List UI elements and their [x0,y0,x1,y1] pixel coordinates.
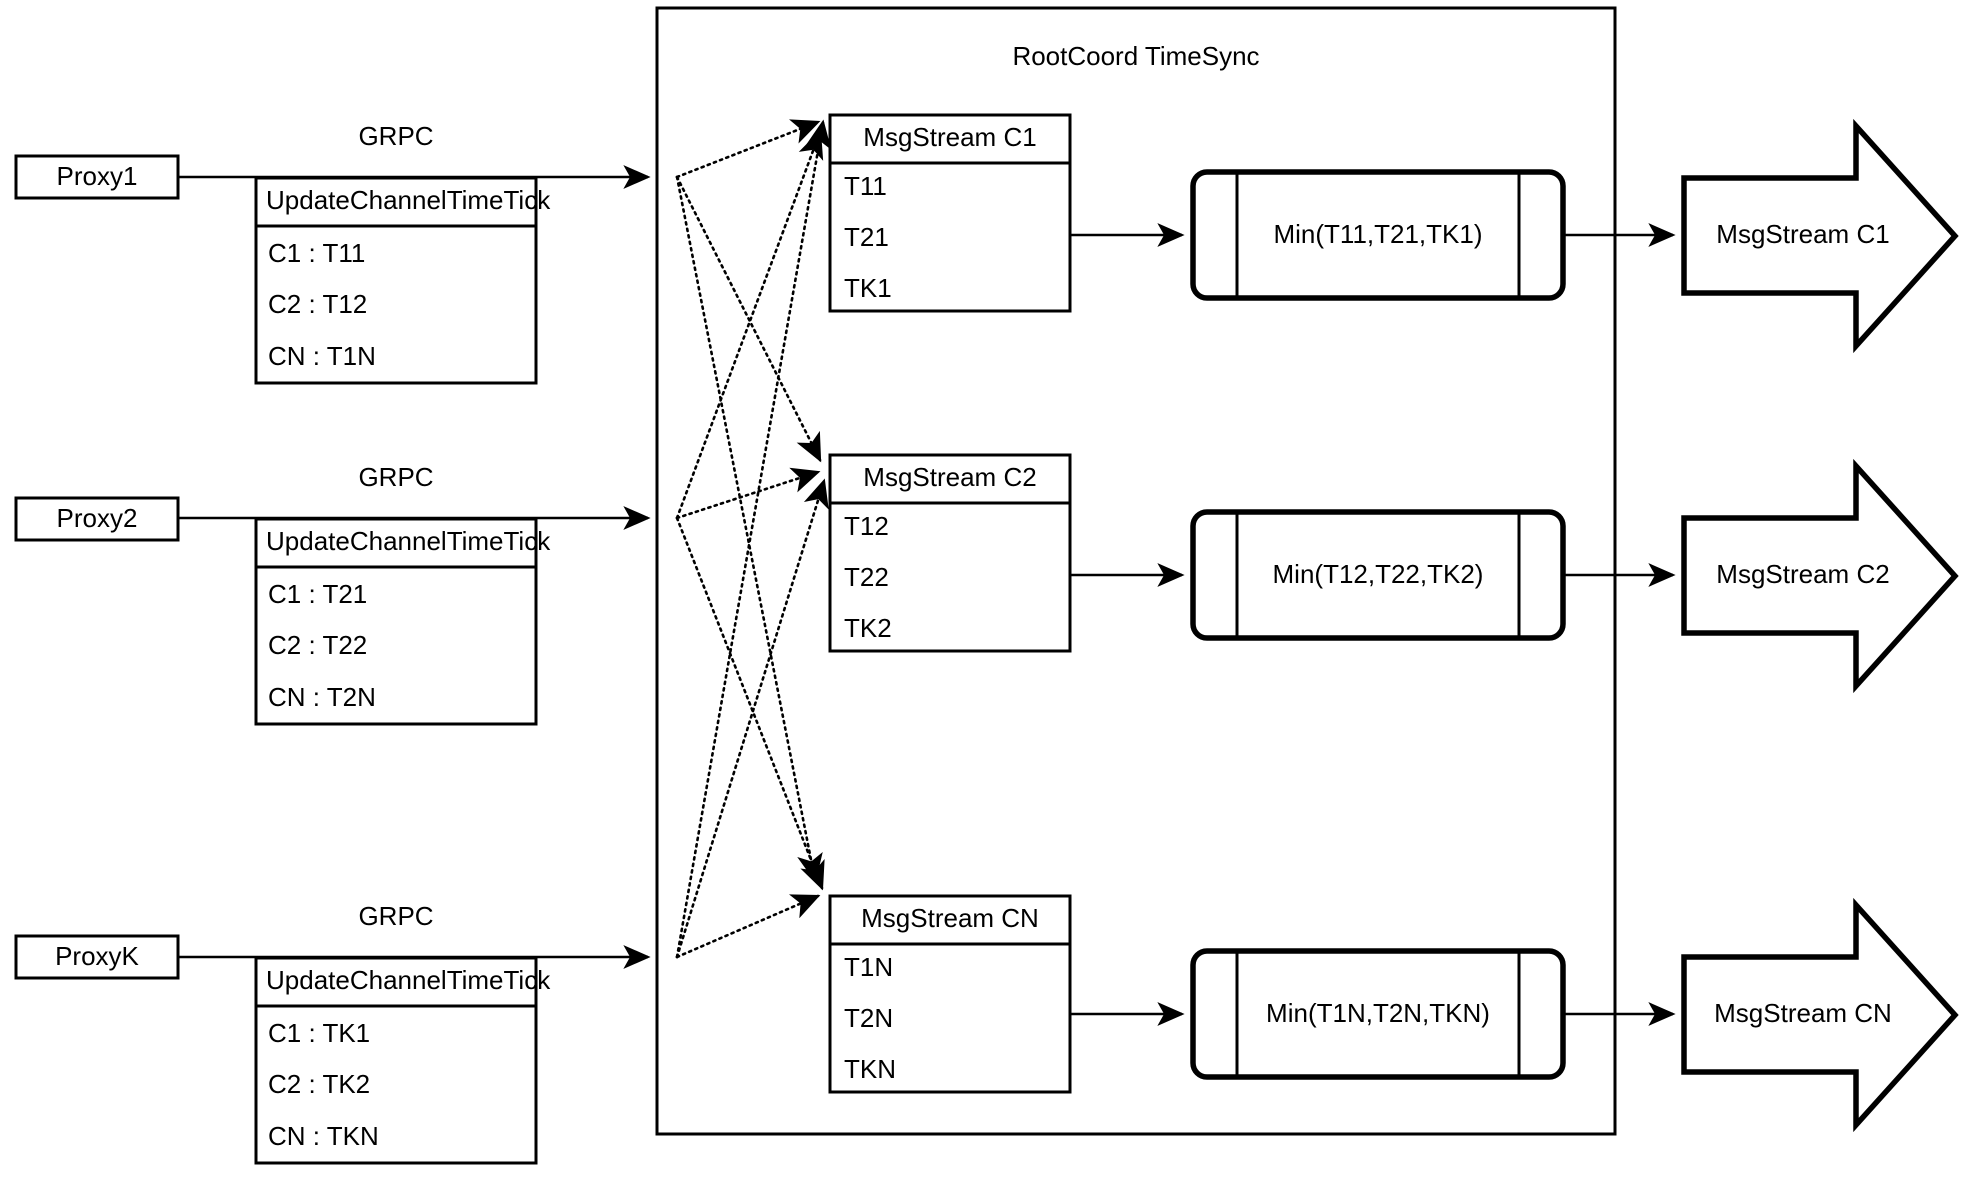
proxy-group-2: Proxy2 GRPC UpdateChannelTimeTick C1 : T… [14,462,651,726]
dotted-edge-pk-c2 [675,478,829,959]
output-label-1: MsgStream C1 [1716,219,1889,249]
update-tick-row-3-1: C2 : TK2 [268,1069,370,1099]
channel-group-2: MsgStream C2 T12 T22 TK2 Min(T12,T22,TK2… [828,453,1959,694]
update-tick-row-2-0: C1 : T21 [268,579,367,609]
msgstream-box-1 [828,113,1072,313]
output-label-2: MsgStream C2 [1716,559,1889,589]
dotted-edge-pk-c1 [675,119,832,959]
msgstream-title-3: MsgStream CN [861,903,1039,933]
msgstream-title-2: MsgStream C2 [863,462,1036,492]
msgstream-tick-1-2: TK1 [844,273,892,303]
dotted-routing-edges [675,119,832,959]
grpc-label-3: GRPC [358,901,433,931]
update-tick-row-3-0: C1 : TK1 [268,1018,370,1048]
update-tick-row-1-2: CN : T1N [268,341,376,371]
output-block-arrow-2 [1681,458,1959,694]
rootcoord-container-title: RootCoord TimeSync [1012,41,1259,71]
msgstream-tick-2-2: TK2 [844,613,892,643]
proxy-group-1: Proxy1 GRPC UpdateChannelTimeTick C1 : T… [14,121,651,385]
proxy-label-1: Proxy1 [57,161,138,191]
update-tick-title-2: UpdateChannelTimeTick [266,526,551,556]
grpc-label-1: GRPC [358,121,433,151]
msgstream-box-2 [828,453,1072,653]
grpc-label-2: GRPC [358,462,433,492]
msgstream-tick-3-2: TKN [844,1054,896,1084]
min-label-3: Min(T1N,T2N,TKN) [1266,998,1490,1028]
msgstream-tick-3-0: T1N [844,952,893,982]
msgstream-tick-3-1: T2N [844,1003,893,1033]
update-tick-row-2-1: C2 : T22 [268,630,367,660]
dotted-edge-p2-cn [675,516,825,891]
dotted-edge-p2-c2 [675,467,821,520]
update-tick-box-3 [254,956,538,1165]
update-tick-title-3: UpdateChannelTimeTick [266,965,551,995]
dotted-edge-p1-c1 [675,119,821,179]
msgstream-tick-2-0: T12 [844,511,889,541]
dotted-edge-pk-cn [675,894,821,959]
msgstream-tick-2-1: T22 [844,562,889,592]
proxy-label-2: Proxy2 [57,503,138,533]
update-tick-row-2-2: CN : T2N [268,682,376,712]
msgstream-tick-1-0: T11 [844,171,887,201]
dotted-edge-p1-cn [675,175,823,883]
channel-group-3: MsgStream CN T1N T2N TKN Min(T1N,T2N,TKN… [828,894,1959,1133]
channel-group-1: MsgStream C1 T11 T21 TK1 Min(T11,T21,TK1… [828,113,1959,354]
proxy-box-2[interactable] [14,496,180,542]
proxy-group-3: ProxyK GRPC UpdateChannelTimeTick C1 : T… [14,901,651,1165]
update-tick-row-1-0: C1 : T11 [268,238,365,268]
update-tick-row-3-2: CN : TKN [268,1121,379,1151]
update-tick-box-2 [254,517,538,726]
min-label-1: Min(T11,T21,TK1) [1273,219,1482,249]
dotted-edge-p1-c2 [675,175,822,463]
output-block-arrow-1 [1681,118,1959,354]
update-tick-box-1 [254,176,538,385]
msgstream-box-3 [828,894,1072,1094]
proxy-box-3[interactable] [14,934,180,980]
proxy-label-3: ProxyK [55,941,139,971]
output-block-arrow-3 [1681,897,1959,1133]
msgstream-title-1: MsgStream C1 [863,122,1036,152]
min-label-2: Min(T12,T22,TK2) [1273,559,1484,589]
proxy-box-1[interactable] [14,154,180,200]
output-label-3: MsgStream CN [1714,998,1892,1028]
update-tick-title-1: UpdateChannelTimeTick [266,185,551,215]
dotted-edge-p2-c1 [675,129,824,520]
msgstream-tick-1-1: T21 [844,222,889,252]
update-tick-row-1-1: C2 : T12 [268,289,367,319]
